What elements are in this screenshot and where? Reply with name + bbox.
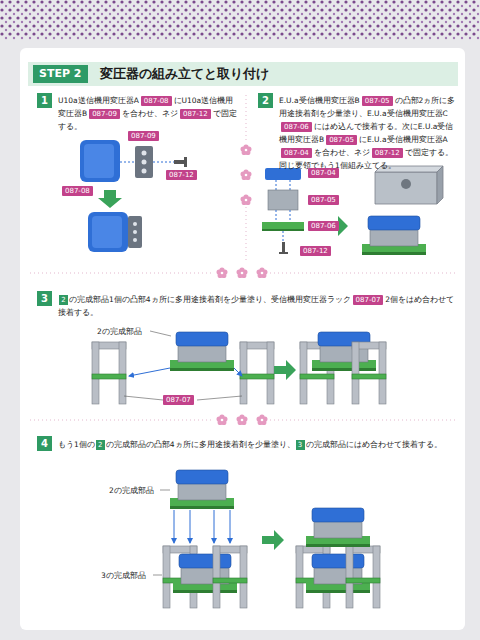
- instruction-segment: E.U.a受信機用変圧器B: [279, 96, 360, 105]
- part-callout: 087-08: [62, 186, 93, 196]
- part-callout: 087-04: [308, 168, 339, 178]
- step-ref-icon: 2: [59, 295, 68, 305]
- instruction-text: U10a送信機用変圧器A087-08にU10a送信機用変圧器B087-09を合わ…: [58, 94, 238, 133]
- instruction-segment: を合わせ、ネジ: [314, 148, 370, 157]
- step-number: 1: [37, 93, 52, 108]
- instruction-text: もう1個の2の完成部品の凸部4ヵ所に多用途接着剤を少量塗り、3の完成部品にはめ合…: [58, 438, 458, 451]
- part-number: 087-06: [281, 122, 312, 132]
- instruction-segment: の完成部品1個の凸部4ヵ所に多用途接着剤を少量塗り、受信機用変圧器ラック: [69, 295, 351, 304]
- step-number: 2: [258, 93, 273, 108]
- instruction-text: 2の完成部品1個の凸部4ヵ所に多用途接着剤を少量塗り、受信機用変圧器ラック087…: [58, 293, 458, 319]
- instruction-segment: を合わせ、ネジ: [122, 109, 178, 118]
- step-ref-icon: 2: [96, 440, 105, 450]
- step-number: 3: [37, 291, 52, 306]
- part-callout: 087-12: [300, 246, 331, 256]
- part-number: 087-05: [362, 96, 393, 106]
- part-number: 087-07: [353, 295, 384, 305]
- part-label: 3の完成部品: [100, 570, 147, 581]
- step-ref-icon: 3: [296, 440, 305, 450]
- part-callout: 087-07: [163, 395, 194, 405]
- part-number: 087-12: [372, 148, 403, 158]
- instruction-segment: もう1個の: [58, 440, 95, 449]
- part-number: 087-12: [180, 109, 211, 119]
- part-callout: 087-12: [166, 170, 197, 180]
- instruction-text: E.U.a受信機用変圧器B087-05の凸部2ヵ所に多用途接着剤を少量塗り、E.…: [279, 94, 457, 172]
- part-number: 087-09: [89, 109, 120, 119]
- step-badge: STEP 2: [33, 65, 88, 83]
- instruction-segment: の完成部品の凸部4ヵ所に多用途接着剤を少量塗り、: [106, 440, 295, 449]
- instruction-segment: にE.U.a受信機用変圧器A: [359, 135, 448, 144]
- part-number: 087-08: [141, 96, 172, 106]
- part-label: 2の完成部品: [96, 326, 143, 337]
- part-label: 2の完成部品: [108, 485, 155, 496]
- instruction-segment: の完成部品にはめ合わせて接着する。: [306, 440, 442, 449]
- part-number: 087-04: [281, 148, 312, 158]
- part-callout: 087-06: [308, 221, 339, 231]
- part-callout: 087-05: [308, 195, 339, 205]
- step-number: 4: [37, 436, 52, 451]
- part-number: 087-05: [326, 135, 357, 145]
- page-title: 変圧器の組み立てと取り付け: [100, 65, 269, 83]
- instruction-segment: U10a送信機用変圧器A: [58, 96, 139, 105]
- part-callout: 087-09: [128, 131, 159, 141]
